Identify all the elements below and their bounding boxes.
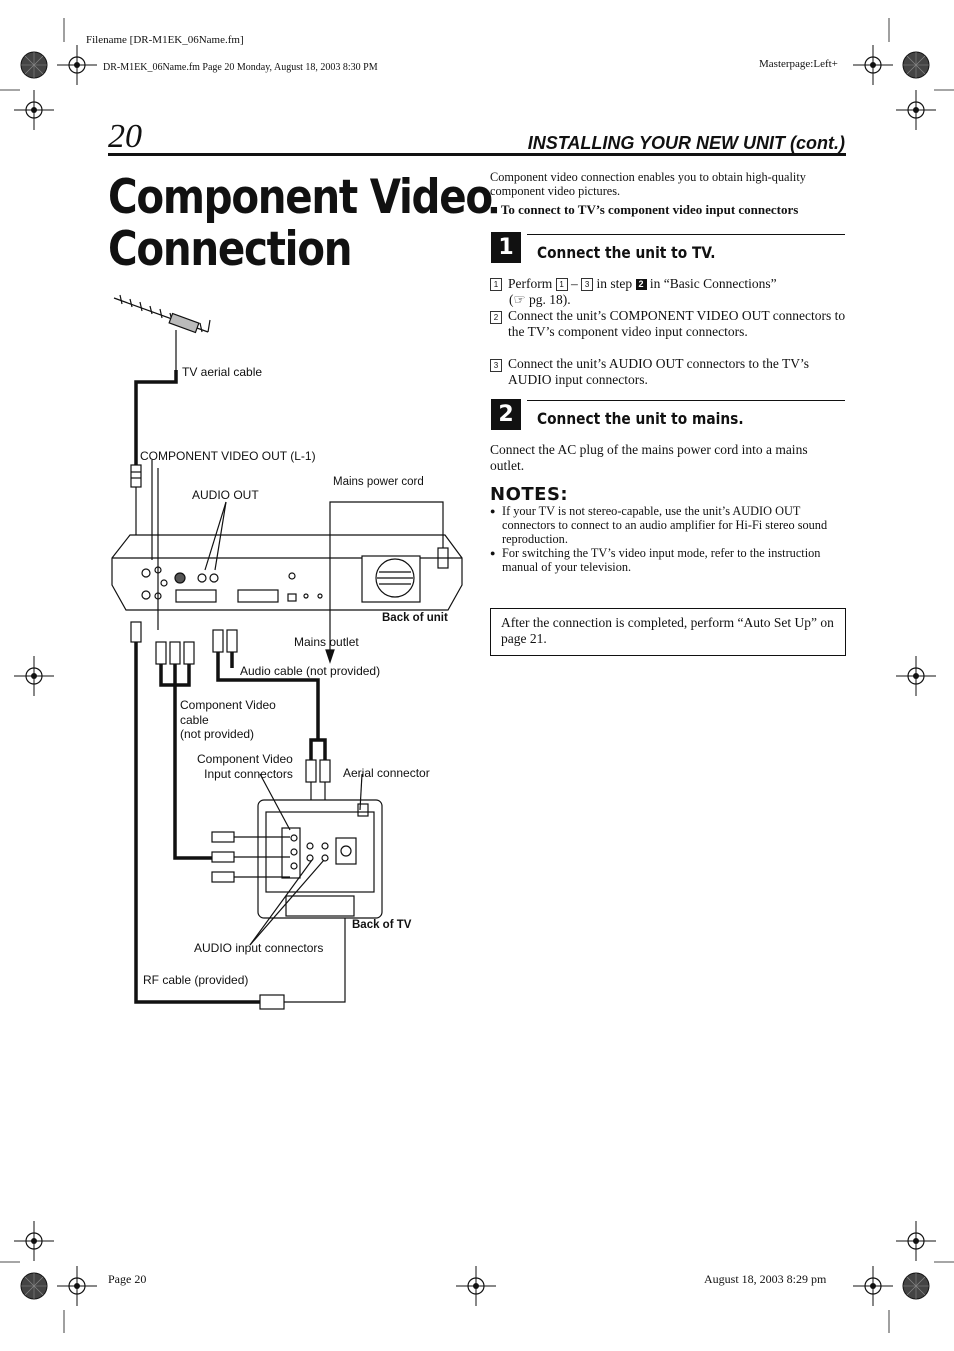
item-text: Perform: [508, 276, 553, 291]
step-1-item-2: 2 Connect the unit’s COMPONENT VIDEO OUT…: [490, 308, 850, 340]
item-number: 1: [490, 278, 502, 291]
item-text: in step: [596, 276, 633, 291]
info-box: After the connection is completed, perfo…: [490, 608, 846, 656]
step-2-heading: Connect the unit to mains.: [537, 409, 744, 428]
note-bullet: ●: [490, 548, 496, 558]
header-filename: Filename [DR-M1EK_06Name.fm]: [86, 34, 244, 46]
info-box-text: After the connection is completed, perfo…: [501, 615, 834, 646]
notes-heading: NOTES:: [490, 484, 569, 505]
label-line: cable: [180, 712, 209, 727]
item-number: 2: [490, 311, 502, 324]
ref-dash: –: [571, 276, 578, 291]
item-text: in “Basic Connections”: [649, 276, 777, 291]
notes-list: ● If your TV is not stereo-capable, use …: [490, 504, 840, 574]
connection-diagram: [111, 294, 463, 1010]
item-text-line2: (☞ pg. 18).: [509, 292, 571, 307]
item-text: Connect the unit’s COMPONENT VIDEO OUT c…: [508, 308, 846, 339]
label-component-cable: Component Video cable (not provided): [180, 698, 276, 742]
label-line: (not provided): [180, 727, 255, 741]
note-text: If your TV is not stereo-capable, use th…: [502, 504, 828, 546]
step-2-badge: 2: [491, 399, 521, 430]
note-text: For switching the TV’s video input mode,…: [502, 546, 821, 574]
step-1-badge: 1: [491, 232, 521, 263]
header-fileinfo: DR-M1EK_06Name.fm Page 20 Monday, August…: [103, 62, 378, 73]
step-2-text: Connect the AC plug of the mains power c…: [490, 442, 808, 473]
label-back-of-unit: Back of unit: [382, 612, 448, 624]
label-line: Input connectors: [204, 767, 293, 781]
label-line: Component Video: [197, 752, 293, 766]
label-audio-cable: Audio cable (not provided): [240, 664, 381, 678]
note-item: ● For switching the TV’s video input mod…: [490, 546, 840, 574]
page-title: Component Video Connection: [108, 170, 493, 277]
page-title-line-2: Connection: [108, 222, 352, 277]
label-tv-aerial-cable: TV aerial cable: [182, 365, 263, 379]
label-aerial-connector: Aerial connector: [343, 766, 430, 780]
step-1-rule: [527, 234, 845, 235]
item-text: Connect the unit’s AUDIO OUT connectors …: [508, 356, 809, 387]
note-item: ● If your TV is not stereo-capable, use …: [490, 504, 840, 546]
step-1-heading: Connect the unit to TV.: [537, 243, 716, 262]
step-2-rule: [527, 400, 845, 401]
ref-box-from: 1: [555, 278, 568, 291]
label-text: COMPONENT VIDEO OUT: [140, 449, 287, 463]
aerial-antenna-icon: [113, 294, 211, 370]
intro-text: Component video connection enables you t…: [490, 170, 806, 198]
dvd-recorder-back-icon: [111, 534, 463, 611]
label-mains-outlet: Mains outlet: [294, 635, 359, 649]
step-ref-badge: 2: [635, 279, 647, 290]
label-mains-power-cord: Mains power cord: [333, 476, 424, 488]
step-1-item-3: 3 Connect the unit’s AUDIO OUT connector…: [490, 356, 850, 388]
component-plugs-icon: [155, 641, 195, 687]
label-component-input: Component Video Input connectors: [197, 752, 293, 782]
label-audio-out: AUDIO OUT: [192, 488, 259, 502]
note-bullet: ●: [490, 506, 496, 516]
page-title-line-1: Component Video: [108, 170, 493, 225]
label-rf-cable: RF cable (provided): [143, 973, 249, 987]
intro-subhead: ■ To connect to TV’s component video inp…: [490, 202, 850, 218]
label-back-of-tv: Back of TV: [352, 919, 412, 931]
subhead-text: To connect to TV’s component video input…: [500, 202, 799, 217]
label-audio-input-connectors: AUDIO input connectors: [194, 941, 324, 955]
label-component-video-out: COMPONENT VIDEO OUT (L-1): [140, 449, 316, 463]
ref-box-to: 3: [581, 278, 594, 291]
footer-page: Page 20: [108, 1272, 147, 1286]
page-number: 20: [108, 118, 142, 155]
header-rule: [108, 153, 846, 156]
subhead-marker: ■: [490, 202, 498, 217]
footer-date: August 18, 2003 8:29 pm: [704, 1272, 827, 1286]
tv-back-icon: [257, 799, 383, 919]
header-masterpage: Masterpage:Left+: [759, 58, 838, 70]
label-line: Component Video: [180, 698, 276, 712]
section-title: INSTALLING YOUR NEW UNIT (cont.): [527, 133, 845, 153]
item-number: 3: [490, 359, 502, 372]
label-suffix: (L-1): [290, 449, 316, 463]
